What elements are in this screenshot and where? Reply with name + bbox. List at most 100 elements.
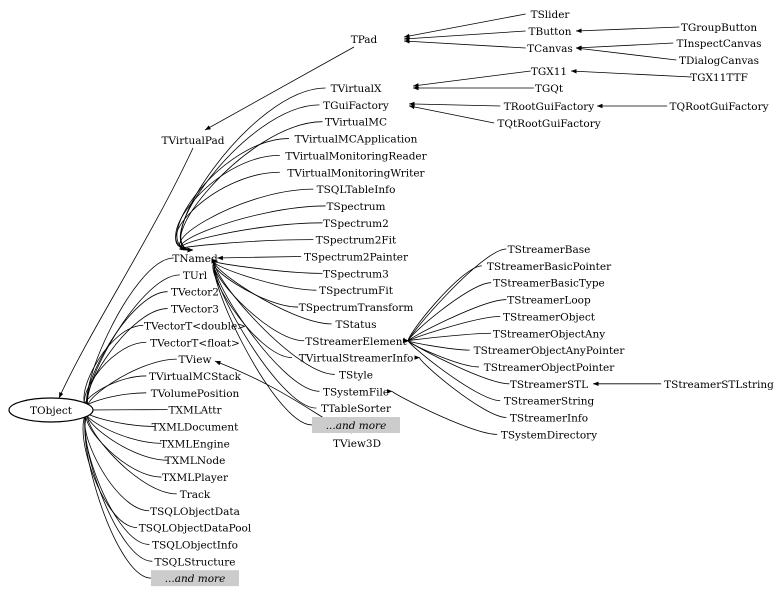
edge-tstreamerstl-to-tstreamerelement (403, 338, 510, 385)
node-tgx11: TGX11 (531, 66, 567, 78)
node-tdialogcanvas: TDialogCanvas (679, 55, 759, 67)
node-tnamed: TNamed (172, 253, 218, 265)
edge-tcanvas-to-tpad (403, 39, 526, 49)
node-tvirtualmcapplication: TVirtualMCApplication (295, 134, 418, 146)
node-tvirtualmonitoringreader: TVirtualMonitoringReader (285, 150, 427, 162)
node-tvirtualmcstack: TVirtualMCStack (149, 371, 242, 383)
edge-txmlnode-to-tobject (86, 407, 168, 461)
node-tsqlstructure: TSQLStructure (154, 556, 235, 568)
node-tvirtualpad: TVirtualPad (162, 135, 225, 147)
edge-tsystemdirectory-to-tsystemfile (386, 389, 498, 435)
edge-tvirtualmonitoringwriter-to-tnamed (175, 171, 280, 253)
node-tspectrum3: TSpectrum3 (323, 268, 389, 280)
tobject-node-ellipse (8, 397, 94, 423)
edge-ttablesorter-to-tnamed (211, 258, 317, 409)
node-tgx11ttf: TGX11TTF (690, 72, 748, 84)
node-ttablesorter: TTableSorter (321, 403, 392, 415)
edge-tsqltableinfo-to-tnamed (179, 188, 314, 253)
edge-tstreamerinfo-to-tvirtualstreamerinfo (414, 355, 507, 418)
edge-tgx11-to-tvirtualx (412, 70, 531, 88)
node-tgroupbutton: TGroupButton (681, 22, 757, 34)
edge-tspectrum-to-tnamed (180, 205, 326, 253)
node-tsqlobjectdata: TSQLObjectData (150, 506, 240, 518)
edge-tvolumeposition-to-tobject (84, 392, 147, 413)
node-tslider: TSlider (531, 9, 571, 21)
node-tstreamerloop: TStreamerLoop (507, 295, 591, 307)
node-tbutton: TButton (528, 26, 571, 38)
node-tvolumeposition: TVolumePosition (151, 388, 240, 400)
edge-tpad-to-tvirtualpad (204, 46, 355, 131)
node-tnamed-more: ...and more (326, 420, 387, 432)
node-turl: TUrl (183, 270, 208, 282)
node-tspectrum2: TSpectrum2 (323, 218, 389, 230)
edge-tstatus-to-tnamed (211, 258, 332, 325)
edge-tstreamerbasicpointer-to-tstreamerelement (403, 265, 482, 343)
edge-tinspectcanvas-to-tcanvas (575, 42, 674, 50)
node-tvirtualx: TVirtualX (331, 83, 382, 95)
node-tspectrum: TSpectrum (327, 201, 386, 213)
node-tvector3: TVector3 (171, 304, 219, 316)
node-tqrootguifactory: TQRootGuiFactory (669, 101, 768, 113)
node-tqtrootguifactory: TQtRootGuiFactory (497, 118, 600, 130)
node-tvirtualmc: TVirtualMC (325, 117, 387, 129)
node-tsqlobjectdatapool: TSQLObjectDataPool (139, 523, 252, 535)
node-tpad: TPad (351, 34, 378, 46)
node-tgqt: TGQt (535, 83, 564, 95)
node-tstreamerbasictype: TStreamerBasicType (493, 278, 605, 290)
edge-tstreamerbasictype-to-tstreamerelement (403, 282, 492, 343)
edge-tspectrum2painter-to-tnamed (217, 255, 302, 261)
node-tsystemdirectory: TSystemDirectory (501, 429, 597, 441)
node-tobject-more: ...and more (165, 573, 226, 585)
node-tvector2: TVector2 (171, 287, 219, 299)
node-tstreamerinfo: TStreamerInfo (510, 413, 588, 425)
edge-tspectrumfit-to-tnamed (211, 258, 317, 291)
node-tview: TView (179, 354, 212, 366)
node-tstyle: TStyle (339, 369, 373, 381)
node-track: Track (180, 489, 211, 501)
node-tstreamerobjectanypointer: TStreamerObjectAnyPointer (474, 345, 626, 357)
edge-tstreamerobjectany-to-tstreamerelement (403, 332, 492, 343)
edge-tvirtualmonitoringreader-to-tnamed (175, 155, 280, 253)
node-tvirtualstreamerinfo: TVirtualStreamerInfo (299, 353, 414, 365)
node-tguifactory: TGuiFactory (323, 100, 389, 112)
node-txmlengine: TXMLEngine (160, 438, 230, 450)
edge-tspectrum2fit-to-tnamed (179, 239, 314, 253)
edge-txmldocument-to-tobject (85, 407, 156, 427)
node-txmldocument: TXMLDocument (152, 422, 240, 434)
node-tstreamerstring: TStreamerString (504, 396, 595, 408)
node-tstreamerstl: TStreamerSTL (510, 379, 588, 391)
node-tstreamerobjectany: TStreamerObjectAny (493, 328, 605, 340)
edge-trootguifactory-to-tguifactory (408, 101, 501, 107)
node-tstreamerbasicpointer: TStreamerBasicPointer (487, 261, 612, 273)
node-tsqltableinfo: TSQLTableInfo (317, 184, 396, 196)
edge-tvirtualpad-to-tobject (58, 147, 194, 399)
node-tsystemfile: TSystemFile (323, 386, 389, 398)
node-tinspectcanvas: TInspectCanvas (677, 38, 762, 50)
edge-tstreamerobjectanypointer-to-tstreamerelement (403, 338, 470, 351)
edge-tnamed-more-to-tnamed (211, 258, 313, 426)
node-txmlnode: TXMLNode (165, 455, 226, 467)
nodes-layer: TObjectTNamedTUrlTVector2TVector3TVector… (8, 9, 774, 587)
node-tspectrum2painter: TSpectrum2Painter (304, 252, 409, 264)
node-tstreamerobjectpointer: TStreamerObjectPointer (484, 362, 616, 374)
node-tspectrumfit: TSpectrumFit (319, 285, 394, 297)
node-tspectrum2fit: TSpectrum2Fit (316, 235, 397, 247)
edge-tbutton-to-tpad (403, 30, 526, 41)
edge-tstreamerstring-to-tstreamerelement (403, 338, 501, 402)
edge-tgx11ttf-to-tgx11 (570, 69, 692, 78)
edge-tstreamerobjectpointer-to-tstreamerelement (403, 338, 479, 368)
node-tstreamerbase: TStreamerBase (508, 244, 591, 256)
node-tvirtualmonitoringwriter: TVirtualMonitoringWriter (287, 167, 425, 179)
edge-tstreamerobject-to-tstreamerelement (403, 316, 501, 343)
edge-tguifactory-to-tnamed (179, 104, 320, 253)
edge-tstyle-to-tnamed (211, 258, 335, 375)
node-tstreamerelement: TStreamerElement (305, 336, 407, 348)
node-tvectort-double: TVectorT<double> (144, 320, 246, 332)
edge-tslider-to-tpad (403, 13, 526, 39)
edge-tspectrum2-to-tnamed (180, 222, 323, 253)
node-txmlplayer: TXMLPlayer (162, 472, 229, 484)
node-tnamed-more-box (312, 417, 400, 433)
edge-tdialogcanvas-to-tcanvas (575, 46, 677, 61)
node-tobject-more-box (151, 570, 239, 587)
